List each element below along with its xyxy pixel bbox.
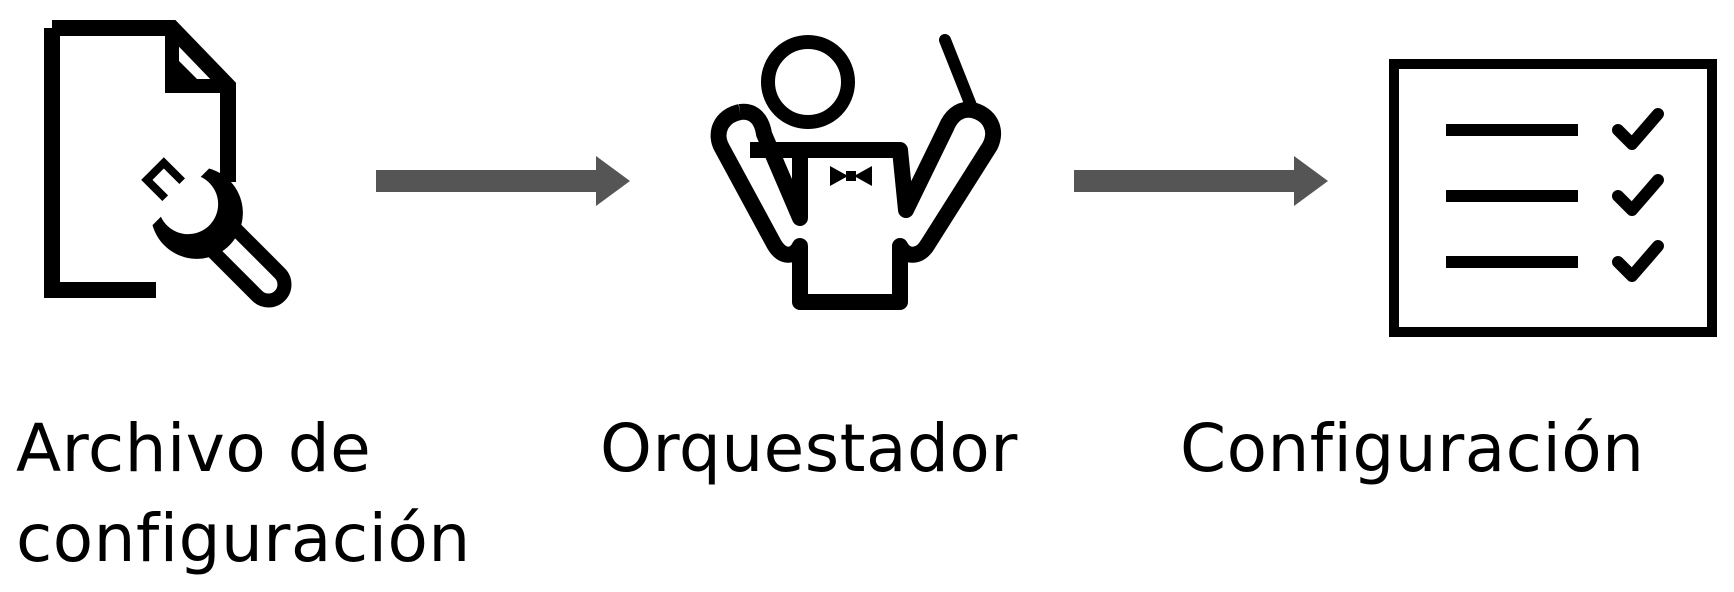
node-label-line: configuración bbox=[16, 500, 471, 577]
arrow-right-icon bbox=[376, 156, 630, 206]
node-label-configuration: Configuración bbox=[1180, 404, 1645, 494]
file-wrench-icon bbox=[44, 20, 292, 308]
node-label-config-file: Archivo de configuración bbox=[16, 404, 471, 584]
node-label-line: Orquestador bbox=[600, 410, 1018, 487]
node-label-line: Archivo de bbox=[16, 410, 372, 487]
conductor-icon bbox=[710, 34, 1002, 310]
node-label-line: Configuración bbox=[1180, 410, 1645, 487]
arrow-right-icon bbox=[1074, 156, 1328, 206]
node-label-orchestrator: Orquestador bbox=[600, 404, 1018, 494]
checklist-icon bbox=[1389, 59, 1717, 337]
